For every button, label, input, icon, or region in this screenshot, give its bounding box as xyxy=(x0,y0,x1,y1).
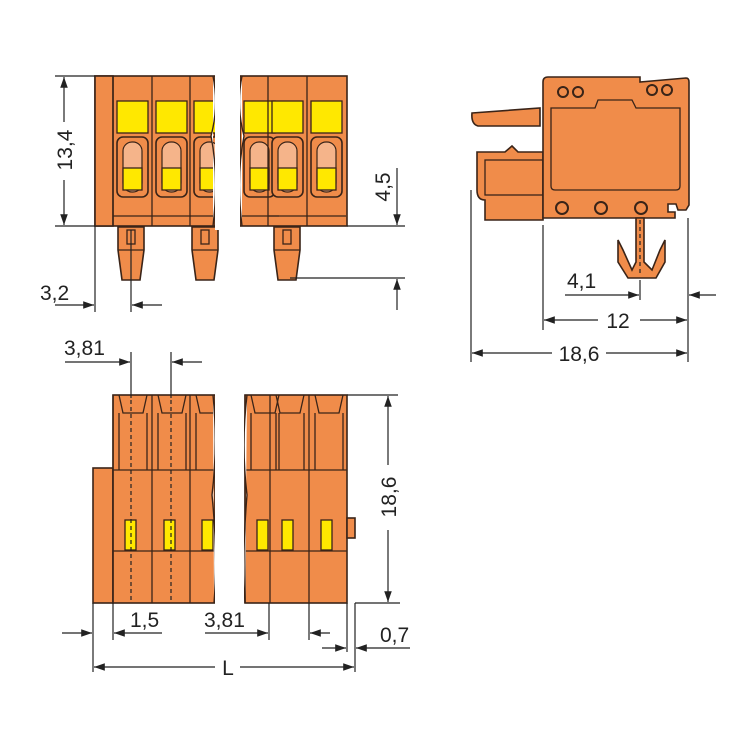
bottom-height-dimension-label: 18,6 xyxy=(378,477,401,518)
clamp-release xyxy=(316,167,337,191)
mounting-hole xyxy=(572,86,584,98)
indicator-window xyxy=(256,519,269,551)
actuator-window xyxy=(243,100,276,134)
funnel-outline xyxy=(118,394,148,414)
pin-tip xyxy=(282,229,292,245)
clamp-release xyxy=(122,167,143,191)
actuator-window xyxy=(155,100,188,134)
funnel-outline xyxy=(157,394,187,414)
front-view-dimensions: 13,4 4,5 3,2 xyxy=(40,75,405,312)
total-depth-dimension-label: 18,6 xyxy=(559,343,600,366)
mounting-hole xyxy=(557,86,569,98)
indicator-window xyxy=(163,519,176,551)
funnel-outline xyxy=(250,394,280,414)
clamp-release xyxy=(249,167,270,191)
pitch-bottom-dimension-label: 3,81 xyxy=(204,609,245,632)
clamp-release xyxy=(277,167,298,191)
bottom-view xyxy=(92,390,356,608)
height-dimension-label: 13,4 xyxy=(54,129,77,170)
pin-position-dimension-label: 4,1 xyxy=(567,270,596,293)
pin-tip xyxy=(200,229,210,245)
actuator-window xyxy=(310,100,343,134)
actuator-window xyxy=(116,100,149,134)
mounting-hole xyxy=(634,201,648,215)
mounting-hole xyxy=(594,201,608,215)
offset-dimension-label: 1,5 xyxy=(130,609,159,632)
front-view xyxy=(94,70,348,281)
edge-dimension-label: 0,7 xyxy=(380,624,409,647)
pitch-top-dimension-label: 3,81 xyxy=(64,337,105,360)
clamp-release xyxy=(161,167,182,191)
indicator-window xyxy=(281,519,294,551)
side-view xyxy=(471,76,690,279)
mounting-hole xyxy=(555,201,569,215)
pin-offset-dimension-label: 4,5 xyxy=(372,172,395,201)
mounting-hole xyxy=(646,84,658,96)
indicator-window xyxy=(201,519,214,551)
solder-pin xyxy=(273,226,301,281)
side-view-dimensions: 4,1 12 18,6 xyxy=(470,190,716,366)
body-depth-dimension-label: 12 xyxy=(606,310,629,333)
pin-edge-dimension-label: 3,2 xyxy=(40,282,69,305)
funnel-outline xyxy=(314,394,344,414)
bottom-view-dimensions: 3,81 18,6 1,5 3,81 0,7 L xyxy=(62,337,410,680)
solder-pin xyxy=(191,226,219,281)
indicator-window xyxy=(320,519,333,551)
actuator-window xyxy=(271,100,304,134)
mounting-hole xyxy=(661,84,673,96)
length-dimension-label: L xyxy=(222,657,234,680)
funnel-outline xyxy=(275,394,305,414)
